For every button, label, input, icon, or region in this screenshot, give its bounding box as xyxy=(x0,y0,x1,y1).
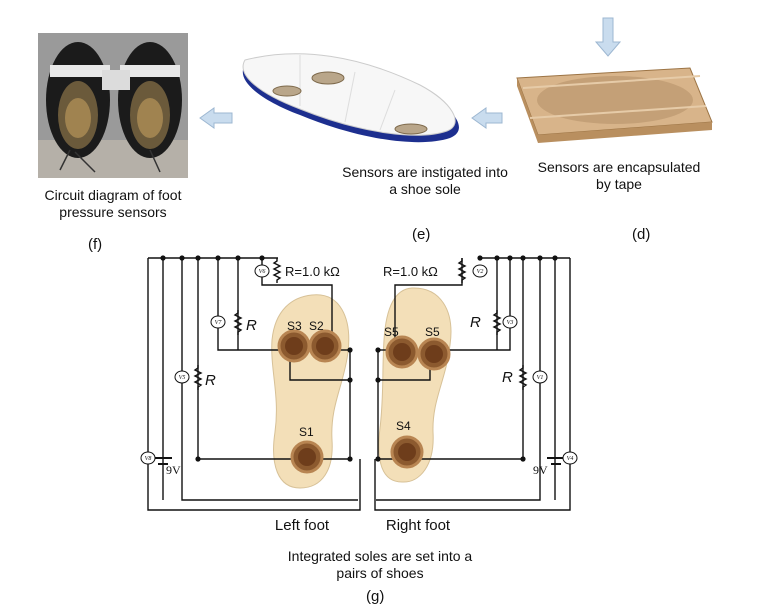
voltmeters xyxy=(140,264,578,465)
battery-label-left: 9V xyxy=(166,463,181,477)
panel-label-g: (g) xyxy=(366,588,385,605)
voltmeter-label-v4: V4 xyxy=(567,455,574,462)
sensor-label-s5-right: S5 xyxy=(425,325,440,339)
arrow-down xyxy=(594,17,622,57)
voltmeter-label-v6: V6 xyxy=(259,269,266,275)
caption-g: Integrated soles are set into a pairs of… xyxy=(287,548,473,581)
sensors xyxy=(277,329,451,474)
resistor-label-r-left-2: R xyxy=(205,372,216,389)
resistor-label-r-left-1: R xyxy=(246,317,257,334)
taped-sensor-image xyxy=(516,67,713,143)
voltmeter-label-v5: V5 xyxy=(179,375,186,381)
battery-label-right: 9V xyxy=(533,463,548,477)
resistor-label-top-left: R=1.0 kΩ xyxy=(285,264,340,279)
junction-dots xyxy=(160,255,558,462)
right-foot-label: Right foot xyxy=(385,517,451,534)
voltmeter-label-v2: V2 xyxy=(477,269,484,275)
voltmeter-v6 xyxy=(254,264,270,278)
sensor-label-s5-left: S5 xyxy=(384,325,399,339)
panel-label-f: (f) xyxy=(88,236,103,253)
voltmeter-v3 xyxy=(502,315,518,329)
sensor-label-s3: S3 xyxy=(287,319,302,333)
resistor-label-r-right-1: R xyxy=(470,314,481,331)
arrow-left-1 xyxy=(199,107,233,129)
panel-label-d: (d) xyxy=(632,226,651,243)
caption-e: Sensors are instigated into a shoe sole xyxy=(342,164,508,197)
voltmeter-v4 xyxy=(562,451,578,465)
sensor-label-s1: S1 xyxy=(299,425,314,439)
voltmeter-v2 xyxy=(472,264,488,278)
voltmeter-v1 xyxy=(532,370,548,384)
arrow-left-2 xyxy=(471,107,503,129)
shoe-sole-image xyxy=(242,53,459,143)
voltmeter-label-v1: V1 xyxy=(537,375,544,381)
voltmeter-v8 xyxy=(140,451,156,465)
resistor-label-top-right: R=1.0 kΩ xyxy=(383,264,438,279)
caption-d: Sensors are encapsulated by tape xyxy=(537,159,701,192)
caption-f: Circuit diagram of foot pressure sensors xyxy=(44,187,182,220)
voltmeter-label-v7: V7 xyxy=(215,320,223,326)
shoe-photo xyxy=(38,33,188,178)
panel-label-e: (e) xyxy=(412,226,431,243)
left-foot-label: Left foot xyxy=(274,517,330,534)
sensor-label-s4: S4 xyxy=(396,419,411,433)
voltmeter-v7 xyxy=(210,315,226,329)
voltmeter-label-v3: V3 xyxy=(507,320,514,326)
sensor-label-s2: S2 xyxy=(309,319,324,333)
voltmeter-label-v8: V8 xyxy=(145,456,152,462)
resistor-label-r-right-2: R xyxy=(502,369,513,386)
voltmeter-v5 xyxy=(174,370,190,384)
